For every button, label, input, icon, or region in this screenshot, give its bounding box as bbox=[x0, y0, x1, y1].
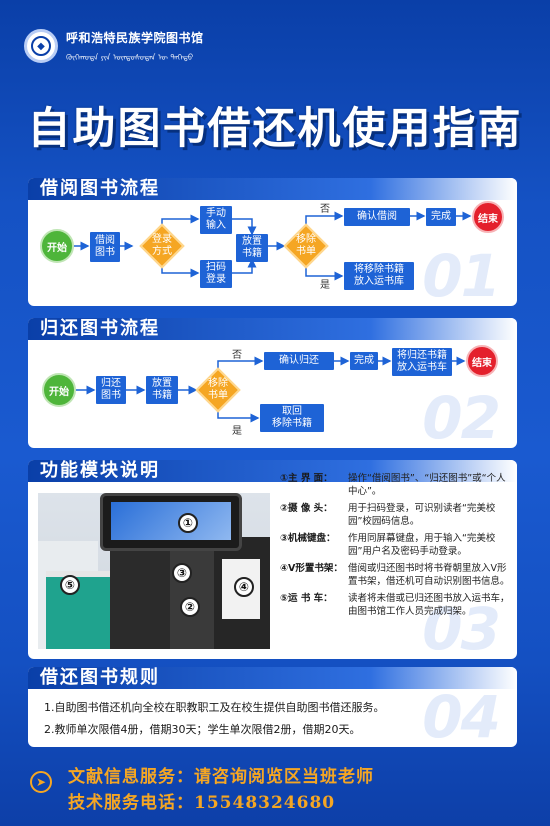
end-node: 结束 bbox=[466, 345, 498, 377]
marker-4: ④ bbox=[234, 577, 254, 597]
tech-phone: 技术服务电话：15548324680 bbox=[68, 793, 336, 813]
module-item: ②摄 像 头：用于扫码登录，可识别读者“完美校园”校园码信息。 bbox=[280, 503, 496, 527]
retrieve-removed-step: 取回 移除书籍 bbox=[260, 404, 324, 432]
no-label: 否 bbox=[320, 204, 330, 215]
library-header: ◆ 呼和浩特民族学院图书馆 ᠬᠥᠬᠡᠬᠣᠲᠠ ᠶᠢᠨ ᠦᠨᠳᠦᠰᠦᠲᠡᠨ ᠦ ᠳ… bbox=[24, 28, 204, 64]
put-back-step: 将移除书籍 放入运书库 bbox=[344, 262, 414, 290]
scan-login-step: 扫码 登录 bbox=[200, 260, 232, 288]
marker-2: ② bbox=[180, 597, 200, 617]
place-books-step: 放置 书籍 bbox=[146, 376, 178, 404]
section-header-bar bbox=[28, 178, 517, 200]
borrow-section-title: 借阅图书流程 bbox=[40, 178, 160, 199]
marker-1: ① bbox=[178, 513, 198, 533]
no-label: 否 bbox=[232, 350, 242, 361]
borrow-books-step: 借阅 图书 bbox=[90, 232, 120, 262]
kiosk-body-image bbox=[110, 551, 170, 649]
start-node: 开始 bbox=[42, 373, 76, 407]
rules-section-title: 借还图书规则 bbox=[40, 667, 160, 688]
section-number: 04 bbox=[422, 683, 501, 747]
modules-card: 功能模块说明 03 ① ② ③ ④ ⑤ ①主 界 面：操作“借阅图书”、“归还图… bbox=[28, 460, 517, 659]
book-emblem-icon: ◆ bbox=[31, 36, 51, 56]
remove-list-decision: 移除 书单 bbox=[283, 223, 329, 269]
end-node: 结束 bbox=[472, 201, 504, 233]
module-item: ④V形置书架：借阅或归还图书时将书脊朝里放入V形置书架，借还机可自动识别图书信息… bbox=[280, 563, 510, 587]
institution-name: 呼和浩特民族学院图书馆 bbox=[66, 31, 204, 45]
section-header-bar bbox=[28, 460, 517, 482]
kiosk-photo: ① ② ③ ④ ⑤ bbox=[38, 493, 270, 649]
module-descriptions: ①主 界 面：操作“借阅图书”、“归还图书”或“个人中心”。 ②摄 像 头：用于… bbox=[280, 472, 512, 622]
section-number: 03 bbox=[422, 595, 501, 659]
module-item: ③机械键盘：作用同屏幕键盘，用于输入“完美校园”用户名及密码手动登录。 bbox=[280, 533, 496, 557]
put-in-cart-step: 将归还书籍 放入运书车 bbox=[392, 348, 452, 376]
kiosk-screen-image bbox=[100, 493, 242, 551]
module-item: ⑤运 书 车：读者将未借或已归还图书放入运书车，由图书馆工作人员完成归架。 bbox=[280, 593, 510, 617]
institution-name-mongolian: ᠬᠥᠬᠡᠬᠣᠲᠠ ᠶᠢᠨ ᠦᠨᠳᠦᠰᠦᠲᠡᠨ ᠦ ᠳᠡᠭᠡᠳᠦ bbox=[66, 53, 194, 62]
manual-input-step: 手动 输入 bbox=[200, 206, 232, 234]
place-books-step: 放置 书籍 bbox=[236, 234, 268, 262]
rule-item: 2.教师单次限借4册，借期30天；学生单次限借2册，借期20天。 bbox=[44, 723, 361, 736]
done-step: 完成 bbox=[426, 208, 456, 226]
section-header-bar bbox=[28, 318, 517, 340]
return-flow-card: 归还图书流程 02 开始 归还 图书 放置 书籍 移除 书单 否 是 确认归还 … bbox=[28, 318, 517, 448]
rule-item: 1.自助图书借还机向全校在职教职工及在校生提供自助图书借还服务。 bbox=[44, 701, 385, 714]
section-number: 01 bbox=[422, 242, 501, 306]
borrow-flow-card: 借阅图书流程 01 开始 借阅 图书 登录 方式 手动 输入 扫码 登录 放置 … bbox=[28, 178, 517, 306]
compass-icon: ➤ bbox=[30, 771, 52, 793]
login-method-decision: 登录 方式 bbox=[139, 223, 185, 269]
rules-card: 借还图书规则 04 1.自助图书借还机向全校在职教职工及在校生提供自助图书借还服… bbox=[28, 667, 517, 747]
marker-3: ③ bbox=[172, 563, 192, 583]
done-step: 完成 bbox=[350, 352, 378, 370]
marker-5: ⑤ bbox=[60, 575, 80, 595]
return-books-step: 归还 图书 bbox=[96, 376, 126, 404]
start-node: 开始 bbox=[40, 229, 74, 263]
modules-section-title: 功能模块说明 bbox=[40, 460, 160, 481]
yes-label: 是 bbox=[232, 426, 242, 437]
library-logo: ◆ bbox=[24, 29, 58, 63]
confirm-return-step: 确认归还 bbox=[264, 352, 334, 370]
service-contact: 文献信息服务：请咨询阅览区当班老师 bbox=[68, 767, 374, 787]
return-section-title: 归还图书流程 bbox=[40, 318, 160, 339]
module-item: ①主 界 面：操作“借阅图书”、“归还图书”或“个人中心”。 bbox=[280, 473, 506, 497]
rules-list: 1.自助图书借还机向全校在职教职工及在校生提供自助图书借还服务。 2.教师单次限… bbox=[44, 697, 385, 741]
section-number: 02 bbox=[422, 384, 501, 448]
yes-label: 是 bbox=[320, 280, 330, 291]
confirm-borrow-step: 确认借阅 bbox=[344, 208, 410, 226]
page-title: 自助图书借还机使用指南 bbox=[27, 104, 523, 154]
section-header-bar bbox=[28, 667, 517, 689]
remove-list-decision: 移除 书单 bbox=[195, 367, 241, 413]
